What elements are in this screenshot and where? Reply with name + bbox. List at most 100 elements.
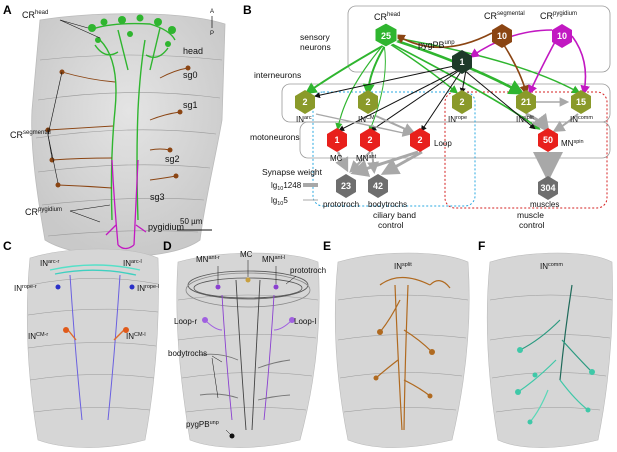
svg-text:2: 2: [417, 135, 422, 145]
panel-a-scalebar-label: 50 µm: [180, 217, 203, 226]
panel-d-mnant-l: MN: [262, 255, 275, 264]
interneuron-box: [281, 83, 611, 123]
svg-text:CRpygidium: CRpygidium: [25, 207, 62, 217]
panel-c-arc-l: IN: [123, 259, 131, 268]
panel-a-body-outline: [31, 13, 226, 257]
panel-f-incomm-neurons: [517, 284, 593, 423]
node-incomm[interactable]: 15: [571, 90, 591, 114]
svg-text:A: A: [210, 9, 214, 15]
node-loop-label: Loop: [434, 139, 452, 148]
panel-a-crpyg-neurons: [105, 159, 147, 250]
panel-a-letter: A: [3, 3, 12, 17]
svg-text:1: 1: [459, 57, 464, 67]
panel-d-loop-r: Loop-r: [174, 317, 197, 326]
node-inarc[interactable]: 2: [295, 90, 315, 114]
svg-text:2: 2: [302, 97, 307, 107]
node-insplit[interactable]: 21: [516, 90, 536, 114]
svg-text:MNant-r: MNant-r: [196, 255, 220, 264]
node-crpyg-label: CR: [540, 11, 553, 21]
panel-d-body: [176, 252, 320, 448]
svg-text:CRsegmental: CRsegmental: [10, 130, 51, 140]
panel-b-edges: [304, 29, 590, 182]
panel-a-label-sg1: sg1: [183, 100, 198, 110]
node-pygpb-label: pygPB: [418, 40, 445, 50]
panel-a-label-crpyg: CR: [25, 207, 38, 217]
svg-text:50: 50: [543, 135, 553, 145]
node-incm[interactable]: 2: [358, 90, 378, 114]
node-muscles[interactable]: 304: [538, 176, 558, 200]
panel-f-letter: F: [478, 239, 485, 253]
svg-text:INCM-l: INCM-l: [126, 332, 146, 341]
panel-b-letter: B: [243, 3, 252, 17]
svg-text:10: 10: [497, 31, 507, 41]
panel-d-prototroch: prototroch: [290, 266, 326, 275]
panel-a: A: [3, 3, 226, 257]
svg-text:INarc-r: INarc-r: [40, 259, 59, 268]
node-mnspin[interactable]: 50: [538, 128, 558, 152]
panel-d-mc: MC: [240, 250, 253, 259]
svg-text:INrope: INrope: [448, 115, 467, 124]
muscle-box: [444, 91, 608, 209]
node-crhead[interactable]: 25: [374, 22, 398, 48]
panel-a-label-pygidium: pygidium: [148, 222, 184, 232]
node-bodytrochs[interactable]: 42: [368, 174, 388, 198]
node-inrope[interactable]: 2: [452, 90, 472, 114]
svg-text:pygPBunp: pygPBunp: [418, 40, 455, 50]
svg-text:CRhead: CRhead: [22, 10, 48, 20]
group-inter-label: interneurons: [254, 70, 301, 80]
node-pygpb[interactable]: 1: [452, 50, 472, 74]
panel-e-letter: E: [323, 239, 331, 253]
svg-text:23: 23: [341, 181, 351, 191]
node-inarc-label: IN: [296, 115, 304, 124]
panel-a-label-head: head: [183, 46, 203, 56]
panel-a-crhead-cells: [88, 14, 176, 47]
node-muscles-label: muscles: [530, 200, 559, 209]
node-crpyg[interactable]: 10: [552, 24, 572, 48]
svg-text:lg105: lg105: [271, 196, 288, 207]
node-mc[interactable]: 1: [327, 128, 347, 152]
node-incomm-label: IN: [570, 115, 578, 124]
group-moto-label: motoneurons: [250, 132, 300, 142]
panel-a-label-sg2: sg2: [165, 154, 180, 164]
svg-text:INcomm: INcomm: [570, 115, 593, 124]
svg-text:INarc-l: INarc-l: [123, 259, 142, 268]
node-mnspin-label: MN: [561, 139, 574, 148]
panel-d-pygpb: pygPB: [186, 420, 210, 429]
svg-text:MNant-l: MNant-l: [262, 255, 285, 264]
node-prototroch[interactable]: 23: [336, 174, 356, 198]
svg-text:INCM-r: INCM-r: [28, 332, 48, 341]
panel-f-label: IN: [540, 262, 548, 271]
panel-d-loop-l: Loop-l: [294, 317, 316, 326]
panel-a-segment-lines: [35, 54, 223, 237]
panel-a-pointer-lines: [47, 19, 111, 223]
svg-text:MNant: MNant: [356, 154, 377, 163]
node-bodytrochs-label: bodytrochs: [368, 200, 407, 209]
panel-c-rope-r: IN: [14, 284, 22, 293]
svg-text:25: 25: [381, 31, 391, 41]
panel-c-body: [26, 248, 159, 448]
svg-text:MNspin: MNspin: [561, 139, 584, 148]
svg-text:Synapse weight: Synapse weight: [262, 167, 323, 177]
node-loop[interactable]: 2: [410, 128, 430, 152]
panel-e-label: IN: [394, 262, 402, 271]
panel-b: B: [243, 3, 611, 230]
panel-c-rope-l: IN: [137, 284, 145, 293]
panel-d: D MNant-r MC MNant-l prototroch: [163, 239, 326, 448]
panel-c-arc-r: IN: [40, 259, 48, 268]
panel-e: E INsplit: [323, 239, 470, 448]
svg-text:2: 2: [365, 97, 370, 107]
node-mnant[interactable]: 2: [360, 128, 380, 152]
panel-a-axis-arrow: A P: [210, 9, 214, 37]
node-mnant-label: MN: [356, 154, 369, 163]
svg-text:CRpygidium: CRpygidium: [540, 11, 577, 21]
svg-text:21: 21: [521, 97, 531, 107]
node-crseg[interactable]: 10: [492, 24, 512, 48]
panel-f-body: [486, 252, 613, 448]
panel-a-label-sg0: sg0: [183, 70, 198, 80]
synapse-weight-legend: Synapse weight lg101248 lg105: [262, 167, 323, 207]
svg-text:INrope-l: INrope-l: [137, 284, 159, 293]
panel-a-label-sg3: sg3: [150, 192, 165, 202]
